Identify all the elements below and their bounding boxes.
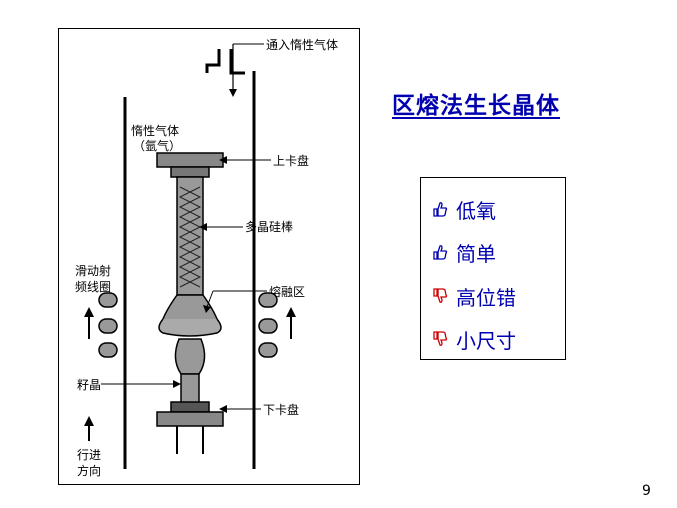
float-zone-apparatus-drawing: 通入惰性气体 惰性气体 （氩气） 上卡盘 多晶硅棒 熔融区 籽晶 bbox=[75, 37, 338, 478]
poly-rod-arrowhead bbox=[199, 223, 207, 231]
properties-list: 低氧 简单 高位错 小尺寸 bbox=[420, 177, 566, 360]
upper-chuck-label: 上卡盘 bbox=[273, 153, 309, 168]
coil-motion-arrowhead-right bbox=[286, 307, 296, 317]
bullet-text: 小尺寸 bbox=[456, 328, 516, 353]
thumbs-up-icon bbox=[433, 202, 448, 217]
travel-direction-label-line1: 行进 bbox=[77, 448, 101, 462]
molten-zone-arrowhead bbox=[203, 305, 211, 313]
gas-inlet-label: 通入惰性气体 bbox=[266, 37, 338, 52]
rf-coil-right-1 bbox=[258, 292, 278, 308]
rf-coil-left-1 bbox=[98, 292, 118, 308]
lower-chuck-label: 下卡盘 bbox=[263, 402, 299, 417]
molten-zone bbox=[158, 318, 222, 337]
gas-inlet-pipe-left bbox=[205, 49, 221, 73]
lower-chuck-arrowhead bbox=[219, 405, 227, 413]
upper-chuck-arrowhead bbox=[219, 156, 227, 164]
rf-coil-right-2 bbox=[258, 318, 278, 334]
bullet-text: 低氧 bbox=[456, 198, 496, 223]
float-zone-diagram: 通入惰性气体 惰性气体 （氩气） 上卡盘 多晶硅棒 熔融区 籽晶 bbox=[58, 28, 360, 485]
seed-arrowhead bbox=[173, 380, 181, 388]
gas-inlet-arrowhead bbox=[229, 89, 237, 97]
travel-direction-arrowhead bbox=[84, 416, 94, 426]
molten-zone-label: 熔融区 bbox=[269, 284, 305, 299]
bullet-text: 简单 bbox=[456, 241, 496, 266]
list-item: 小尺寸 bbox=[431, 326, 516, 353]
rod-crystal-pattern bbox=[178, 186, 202, 288]
rf-coil-label-line2: 频线圈 bbox=[75, 280, 111, 294]
upper-chuck-collar bbox=[170, 166, 210, 178]
rf-coil-right-3 bbox=[258, 342, 278, 358]
seed-label: 籽晶 bbox=[77, 378, 101, 392]
bullet-text: 高位错 bbox=[456, 285, 516, 310]
inert-gas-label: 惰性气体 bbox=[131, 123, 179, 138]
lower-chuck bbox=[156, 411, 224, 427]
rf-coil-left-2 bbox=[98, 318, 118, 334]
molten-zone-leader-diagonal bbox=[206, 290, 214, 308]
list-item: 简单 bbox=[431, 239, 496, 266]
coil-motion-arrowhead-left bbox=[84, 307, 94, 317]
upper-chuck bbox=[156, 152, 224, 168]
rf-coil-left-3 bbox=[98, 342, 118, 358]
list-item: 低氧 bbox=[431, 196, 496, 223]
page-number: 9 bbox=[642, 483, 651, 499]
slide-title: 区熔法生长晶体 bbox=[392, 93, 560, 119]
molten-zone-neck bbox=[174, 338, 206, 375]
thumbs-down-icon bbox=[433, 288, 448, 303]
argon-label: （氩气） bbox=[133, 138, 181, 153]
poly-rod-label: 多晶硅棒 bbox=[245, 220, 293, 234]
thumbs-down-icon bbox=[433, 331, 448, 346]
list-item: 高位错 bbox=[431, 283, 516, 310]
lower-chuck-collar bbox=[170, 401, 210, 413]
single-crystal bbox=[180, 373, 200, 405]
rf-coil-label-line1: 滑动射 bbox=[75, 263, 111, 278]
thumbs-up-icon bbox=[433, 245, 448, 260]
travel-direction-label-line2: 方向 bbox=[77, 463, 101, 478]
gas-inlet-pipe-right bbox=[229, 49, 245, 75]
